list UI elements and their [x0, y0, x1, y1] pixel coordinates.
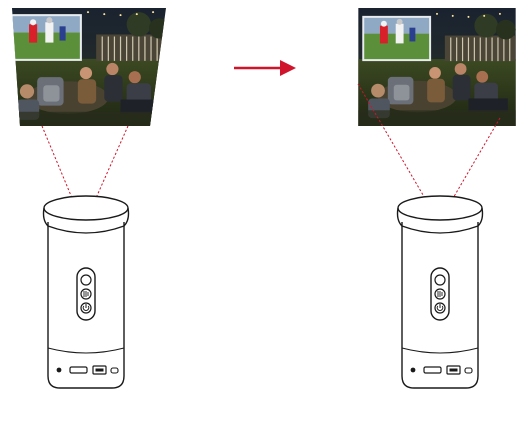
projected-image-corrected — [358, 8, 515, 126]
projection-beam-left — [42, 126, 128, 198]
after-panel — [358, 8, 516, 200]
portable-projector-icon — [398, 196, 483, 388]
right-arrow-icon — [234, 60, 296, 76]
before-panel — [7, 6, 170, 198]
projected-image-distorted — [7, 6, 170, 128]
portable-projector-icon — [44, 196, 129, 388]
